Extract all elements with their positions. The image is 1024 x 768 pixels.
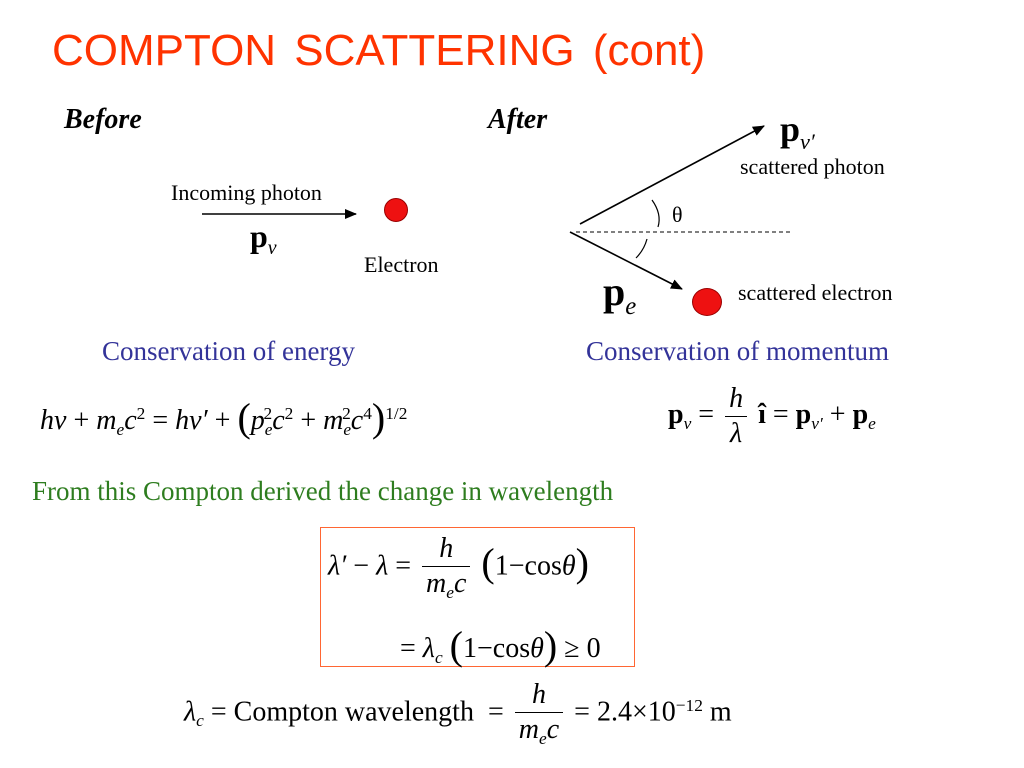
photon-momentum-label: pν [250, 218, 277, 259]
energy-equation: hν + mec2 = hν′ + (pe2c2 + me2c4)1/2 [40, 395, 408, 440]
scattered-electron-dot [692, 288, 722, 316]
scattered-photon-arrow [579, 125, 765, 225]
electron-dot [384, 198, 408, 222]
derived-text: From this Compton derived the change in … [32, 476, 614, 506]
scattered-photon-momentum-label: pν′ [780, 109, 815, 154]
electron-label: Electron [364, 252, 439, 277]
scattered-photon-label: scattered photon [740, 154, 885, 179]
incoming-photon-label: Incoming photon [171, 180, 322, 205]
scattered-electron-label: scattered electron [738, 280, 893, 305]
conservation-momentum-heading: Conservation of momentum [586, 336, 889, 366]
compton-shift-inequality: = λc (1−cosθ) ≥ 0 [400, 623, 601, 668]
theta-arc-lower [635, 238, 648, 259]
theta-label: θ [672, 202, 683, 227]
before-label: Before [64, 104, 142, 135]
slide-title: COMPTON SCATTERING (cont) [52, 26, 706, 75]
conservation-energy-heading: Conservation of energy [102, 336, 355, 366]
scattered-electron-arrow [569, 231, 683, 290]
after-label: After [488, 104, 548, 135]
electron-momentum-label: pe [603, 269, 637, 320]
wavelength-shift-box [320, 527, 635, 667]
theta-arc-upper [651, 199, 660, 228]
